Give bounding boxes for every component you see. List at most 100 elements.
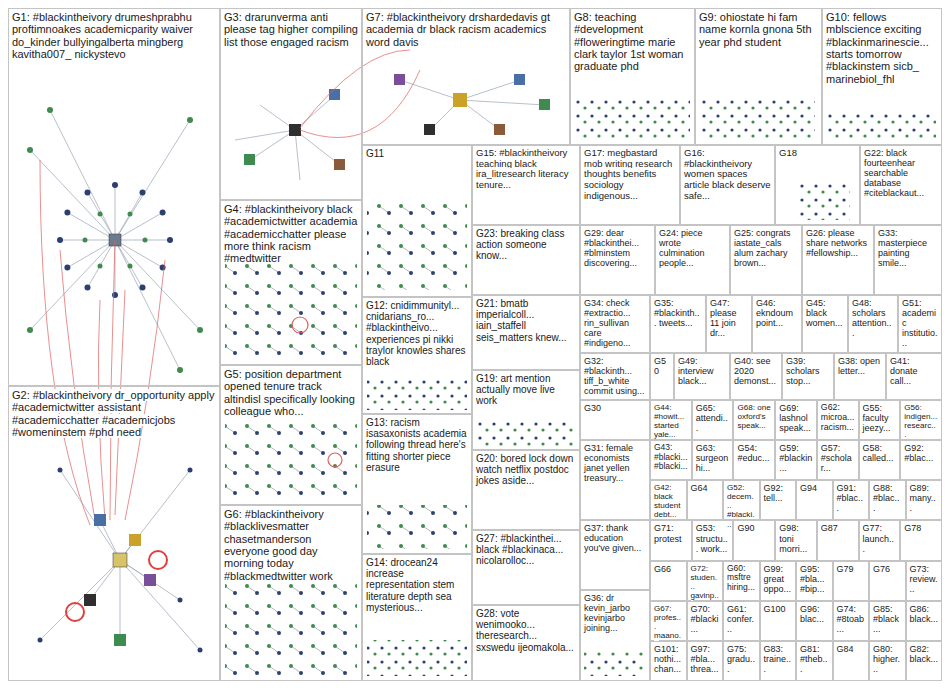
group-box: G35: #blackinth... tweets... (650, 295, 706, 353)
vertex-grid (476, 420, 576, 446)
group-label: G51: academic institutio... (902, 298, 938, 348)
group-box: G83: traine... (760, 641, 797, 681)
group-box: G20: bored lock down watch netflix postd… (472, 450, 580, 530)
group-label: G10: fellows mblscience exciting #blacki… (826, 11, 929, 85)
group-label: G73: review... (910, 564, 938, 594)
group-box: G48: scholars attention... (848, 295, 898, 353)
group-label: G61: confer... (727, 604, 754, 634)
group-box: G58: called... (859, 440, 901, 480)
group-box: G34: check #extractio... rin_sullivan ca… (580, 295, 650, 353)
group-box: G41: donate call... (886, 353, 942, 400)
group-label: G95: #bla... #bip... (800, 564, 825, 594)
group-box: G24: piece wrote culmination people... (655, 225, 730, 295)
group-box: G70: #blacki... (687, 601, 724, 641)
group-label: G87 (821, 523, 838, 533)
group-box: G77: launch... (859, 520, 901, 560)
group-box: G91: #blac... (833, 480, 870, 520)
group-label: G22: black fourteenhear searchable datab… (864, 148, 924, 198)
vertex-dot (64, 265, 70, 271)
group-label: G23: breaking class action someone know.… (476, 228, 564, 261)
edge-line (40, 470, 200, 650)
group-box: G71: protest (650, 520, 692, 560)
group-label: G49: interview black... (678, 356, 714, 386)
vertex-dot (197, 327, 203, 333)
group-label: G83: traine... (764, 644, 792, 674)
group-box: G81: #theb... (796, 641, 833, 681)
vertex-dot (38, 638, 43, 643)
group-box: G37: thank education you've given... (580, 520, 650, 590)
group-box: G23: breaking class action someone know.… (472, 225, 580, 295)
group-box: G2: #blackintheivory dr_opportunity appl… (8, 386, 220, 681)
group-label: G66 (654, 564, 671, 574)
group-box: G62: microa... racism... (817, 400, 859, 440)
vertex-grid (367, 200, 467, 290)
group-label: G90 (737, 523, 754, 533)
group-label: G86: black... (910, 604, 939, 624)
group-label: G101: nothi... chan... (654, 644, 681, 674)
group-label: G15: #blackintheivory teaching black ira… (476, 147, 568, 190)
group-label: G88: #blac... (873, 483, 900, 513)
group-box: G101: nothi... chan... (650, 641, 687, 681)
group-box: G56: indigen... researc... (900, 400, 942, 440)
group-label: G21: bmatb imperialcoll... iain_staffell… (476, 298, 567, 343)
vertex-dot (178, 598, 183, 603)
group-box: G49: interview black... (674, 353, 730, 400)
group-label: G55: faculty jeezy... (863, 403, 891, 433)
group-label: G11 (366, 148, 384, 159)
group-box: G12: cnidimmunityl... cnidarians_ro... #… (362, 297, 472, 414)
group-box: G98: toni morri... (775, 520, 817, 560)
group-box: G39: scholars stop... (782, 353, 834, 400)
group-box: G66 (650, 561, 687, 601)
group-label: G62: microa... racism... (821, 402, 855, 432)
group-box: G92: tell... (760, 480, 797, 520)
profile-thumb (514, 74, 525, 85)
group-label: G12: cnidimmunityl... cnidarians_ro... #… (366, 300, 465, 367)
group-box: G52: decem... #blacki... (723, 480, 760, 520)
group-label: G19: art mention actually move live work (476, 373, 555, 406)
group-label: G3: drarunverma anti please tag higher c… (224, 11, 358, 48)
group-label: G30 (584, 403, 601, 413)
vertex-dot (83, 238, 88, 243)
group-box: G29: dear #blackinthei... #blminstem dis… (580, 225, 655, 295)
vertex-grid (584, 650, 646, 676)
vertex-dot (140, 285, 146, 291)
group-box: G61: confer... (723, 601, 760, 641)
group-box: G27: #blackinthei... black #blackinaca..… (472, 530, 580, 605)
group-box: G40: see 2020 demonst... (730, 353, 782, 400)
group-box: G90 (733, 520, 775, 560)
vertex-grid (367, 505, 467, 549)
group-label: G65: attendi... (696, 403, 728, 433)
group-box: G28: vote wenimooko... theresearch... sx… (472, 605, 580, 681)
group-box: G78 (900, 520, 942, 560)
group-label: G25: congrats iastate_cals alum zachary … (734, 228, 791, 268)
group-box: G42: black student debt... (650, 480, 687, 520)
group-label: G29: dear #blackinthei... #blminstem dis… (584, 228, 639, 268)
group-box: G85: #black... (869, 601, 906, 641)
group-label: G68: one oxford's speak... (737, 403, 770, 430)
link-line (40, 160, 165, 525)
group-box: G76 (869, 561, 906, 601)
vertex-grid (826, 110, 936, 140)
profile-thumb (114, 634, 126, 646)
group-label: G44: #howit... started yale... (654, 403, 684, 439)
group-label: G38: open letter... (838, 356, 880, 376)
group-label: G14: drocean24 increase representation s… (366, 557, 454, 613)
profile-thumb (129, 534, 141, 546)
vertex-dot (198, 648, 203, 653)
group-box: G36: dr kevin_jarbo kevinjarbo joining..… (580, 590, 650, 681)
self-loop (149, 551, 167, 569)
group-label: G40: see 2020 demonst... (734, 356, 776, 386)
group-box: G3: drarunverma anti please tag higher c… (220, 8, 362, 200)
profile-thumb (453, 93, 467, 107)
group-label: G71: protest (654, 523, 682, 543)
group-label: G72: studen... gavinp... (691, 564, 719, 609)
vertex-grid (800, 180, 850, 220)
group-label: G4: #blackintheivory black #academictwit… (224, 203, 357, 264)
group-label: G31: female economists janet yellen trea… (584, 443, 633, 483)
group-box: G16: #blackintheivory women spaces artic… (680, 145, 775, 225)
profile-thumb (394, 74, 405, 85)
group-label: G36: dr kevin_jarbo kevinjarbo joining..… (584, 593, 630, 633)
group-label: G100 (764, 604, 786, 614)
group-box: G44: #howit... started yale... (650, 400, 692, 440)
